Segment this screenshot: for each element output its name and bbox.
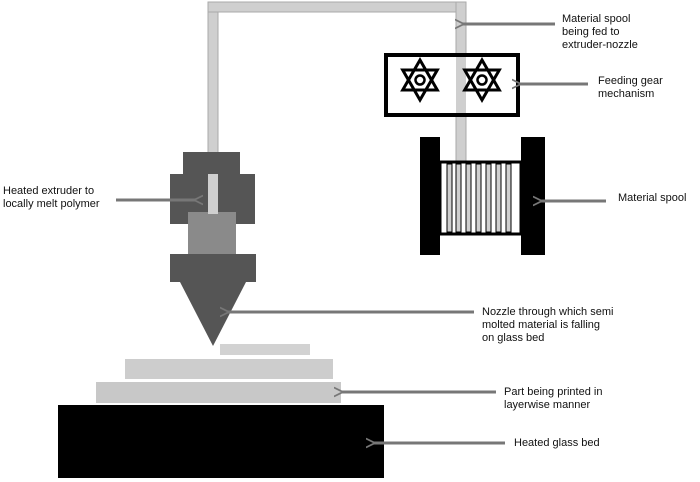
feeding-gear-box (384, 53, 520, 117)
printed-part (96, 344, 341, 403)
extruder (170, 152, 256, 346)
heated-glass-bed (58, 405, 384, 478)
nozzle-label: Nozzle through which semi molted materia… (482, 306, 614, 344)
gear-icon (462, 56, 502, 104)
material-spool (420, 137, 545, 255)
gear-icon (400, 56, 440, 104)
heated-extruder-label: Heated extruder to locally melt polymer (3, 185, 100, 210)
glass-bed-label: Heated glass bed (514, 437, 600, 449)
material-spool-label: Material spool (618, 192, 687, 204)
spool-feed-label: Material spool being fed to extruder-noz… (562, 13, 638, 51)
part-label: Part being printed in layerwise manner (504, 386, 603, 411)
feeding-gear-label: Feeding gear mechanism (598, 75, 663, 100)
nozzle (180, 282, 246, 346)
